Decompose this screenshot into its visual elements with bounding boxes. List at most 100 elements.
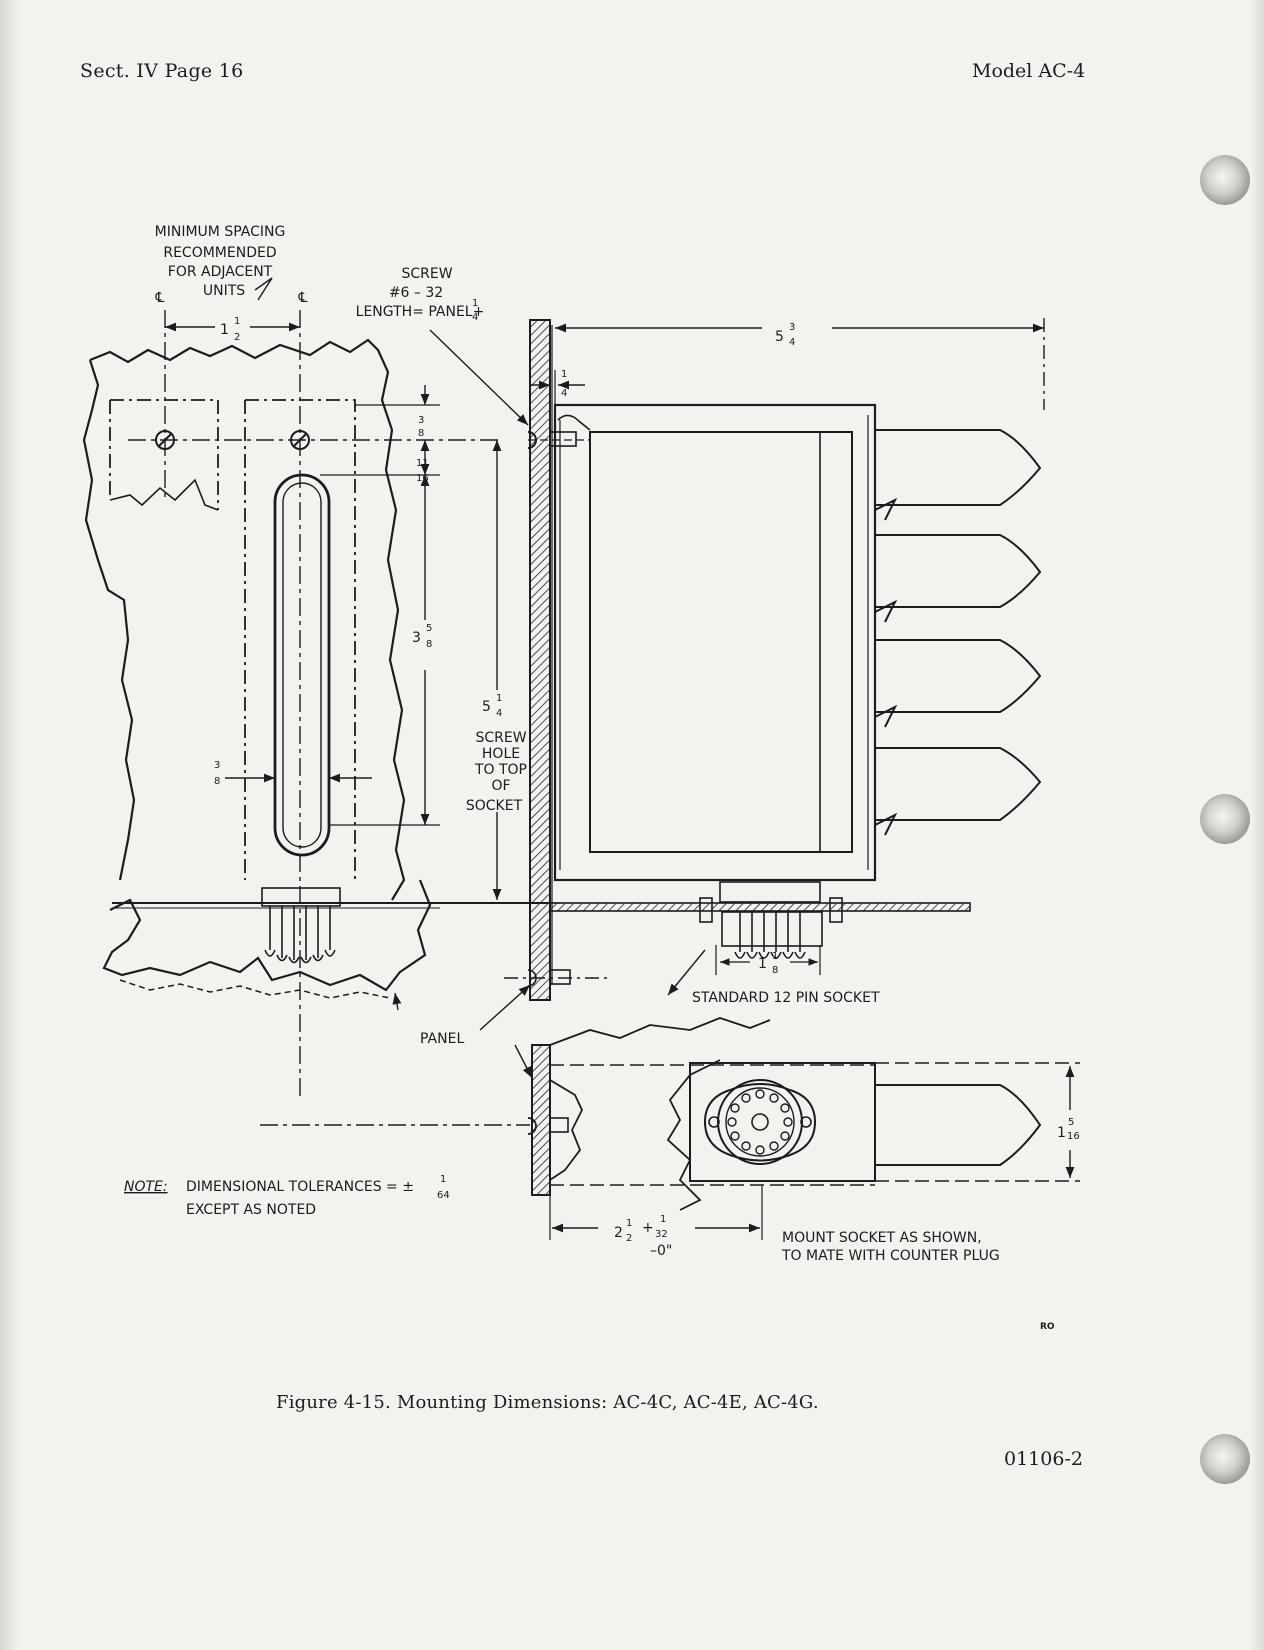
- svg-text:UNITS: UNITS: [203, 283, 245, 299]
- slot-width-dimension: 3 8: [214, 760, 220, 787]
- svg-text:32: 32: [655, 1229, 668, 1240]
- binder-hole-bottom: [1200, 1434, 1250, 1484]
- svg-text:–0": –0": [650, 1243, 672, 1259]
- tolerance-note: NOTE: DIMENSIONAL TOLERANCES = ± 1 64 EX…: [124, 1174, 450, 1218]
- screw-label: SCREW #6 – 32 LENGTH= PANEL+ 1 4: [356, 266, 485, 323]
- panel-front-torn-bottom: [102, 879, 432, 992]
- svg-text:5: 5: [775, 329, 784, 345]
- document-number: 01106-2: [1004, 1448, 1083, 1470]
- panel-side-section: [529, 319, 551, 1001]
- overall-depth-dimension: 5 3 4: [775, 322, 795, 348]
- page-edge-right: [1250, 0, 1264, 1650]
- top-view-torn-left: [549, 1079, 583, 1181]
- adjacent-unit-outline: [110, 399, 219, 510]
- svg-text:2: 2: [614, 1225, 623, 1241]
- svg-text:5: 5: [1068, 1117, 1074, 1128]
- panel-offset-dimension: 1 4: [561, 369, 567, 399]
- svg-text:MINIMUM SPACING: MINIMUM SPACING: [155, 224, 286, 240]
- svg-text:5: 5: [426, 623, 432, 634]
- svg-text:TO TOP: TO TOP: [474, 762, 527, 778]
- svg-text:3: 3: [789, 322, 795, 333]
- top-view-torn-top: [549, 1017, 771, 1046]
- side-socket: [699, 881, 843, 959]
- svg-text:5: 5: [482, 699, 491, 715]
- figure-caption: Figure 4-15. Mounting Dimensions: AC-4C,…: [276, 1392, 819, 1413]
- svg-text:1: 1: [440, 1174, 446, 1185]
- panel-top-section: [531, 1044, 551, 1196]
- svg-text:DIMENSIONAL TOLERANCES = ±: DIMENSIONAL TOLERANCES = ±: [186, 1179, 414, 1195]
- unit-housing-side: [553, 403, 877, 882]
- svg-text:EXCEPT AS NOTED: EXCEPT AS NOTED: [186, 1202, 316, 1218]
- counter-tubes: [874, 429, 1042, 836]
- binder-hole-top: [1200, 155, 1250, 205]
- drafter-mark: RO: [1040, 1322, 1055, 1332]
- svg-text:4: 4: [472, 312, 478, 323]
- centerline-symbol-adjacent: ℄: [155, 290, 165, 306]
- top-view-tube: [875, 1084, 1042, 1166]
- svg-text:#6 – 32: #6 – 32: [389, 285, 443, 301]
- socket-housing-top: [689, 1062, 876, 1182]
- svg-text:8: 8: [772, 965, 778, 976]
- svg-text:HOLE: HOLE: [482, 746, 520, 762]
- svg-text:1: 1: [561, 369, 567, 380]
- svg-text:4: 4: [496, 708, 502, 719]
- svg-text:OF: OF: [491, 778, 510, 794]
- svg-text:4: 4: [561, 388, 567, 399]
- svg-text:11: 11: [416, 458, 429, 469]
- svg-text:1: 1: [220, 322, 229, 338]
- hole-to-slot-dimension: 11 16: [416, 458, 429, 484]
- svg-text:3: 3: [418, 415, 424, 426]
- socket-flange: [703, 1083, 817, 1162]
- model-header: Model AC-4: [972, 60, 1086, 82]
- socket-body: [717, 1079, 803, 1165]
- width-dimension: 1 5 16: [1057, 1117, 1080, 1142]
- svg-text:1: 1: [1057, 1125, 1066, 1141]
- svg-text:SCREW: SCREW: [401, 266, 452, 282]
- svg-text:SCREW: SCREW: [475, 730, 526, 746]
- spacing-dimension: 1 1 2: [220, 316, 240, 343]
- svg-text:8: 8: [214, 776, 220, 787]
- svg-text:1: 1: [472, 298, 478, 309]
- svg-text:16: 16: [1067, 1131, 1080, 1142]
- mount-socket-note: MOUNT SOCKET AS SHOWN, TO MATE WITH COUN…: [781, 1230, 1000, 1264]
- svg-text:8: 8: [418, 428, 424, 439]
- chassis-plate: [549, 902, 971, 912]
- svg-text:SOCKET: SOCKET: [466, 798, 523, 814]
- svg-text:1: 1: [496, 693, 502, 704]
- slot-length-dimension: 3 5 8: [412, 623, 432, 650]
- svg-text:NOTE:: NOTE:: [124, 1179, 168, 1195]
- socket-label: STANDARD 12 PIN SOCKET: [692, 990, 880, 1006]
- screw-hole-main: [290, 430, 310, 450]
- svg-text:8: 8: [426, 639, 432, 650]
- svg-text:3: 3: [214, 760, 220, 771]
- top-to-hole-dimension: 3 8: [418, 415, 424, 439]
- panel-front-torn-dashed: [119, 979, 391, 999]
- unit-housing-inner: [589, 431, 853, 853]
- section-page-header: Sect. IV Page 16: [80, 60, 244, 82]
- socket-pin-holes: [727, 1089, 793, 1155]
- svg-text:+: +: [642, 1220, 654, 1236]
- bottom-mount-screw: [504, 969, 610, 987]
- svg-text:4: 4: [789, 337, 795, 348]
- socket-key: [751, 1113, 769, 1131]
- mounting-slot-outer: [273, 473, 331, 857]
- panel-front-torn-left: [82, 359, 136, 881]
- panel-front-torn-outline: [89, 338, 406, 901]
- screw-hole-adjacent: [155, 430, 175, 450]
- screw-to-socket-dimension: 5 1 4 SCREW HOLE TO TOP OF SOCKET: [466, 693, 527, 814]
- svg-text:RECOMMENDED: RECOMMENDED: [163, 245, 276, 261]
- svg-text:1: 1: [758, 956, 767, 972]
- svg-text:1: 1: [772, 951, 778, 962]
- centerline-symbol-main: ℄: [298, 290, 308, 306]
- svg-text:FOR ADJACENT: FOR ADJACENT: [168, 264, 273, 280]
- adjacent-unit-torn: [109, 478, 219, 511]
- panel-label: PANEL: [420, 1031, 464, 1047]
- svg-text:2: 2: [626, 1233, 632, 1244]
- mounting-slot-inner: [282, 482, 322, 848]
- svg-text:1: 1: [660, 1214, 666, 1225]
- front-socket-pins: [261, 887, 341, 964]
- page-edge-left: [0, 0, 20, 1650]
- svg-text:TO MATE WITH COUNTER PLUG: TO MATE WITH COUNTER PLUG: [781, 1248, 1000, 1264]
- svg-text:2: 2: [234, 332, 240, 343]
